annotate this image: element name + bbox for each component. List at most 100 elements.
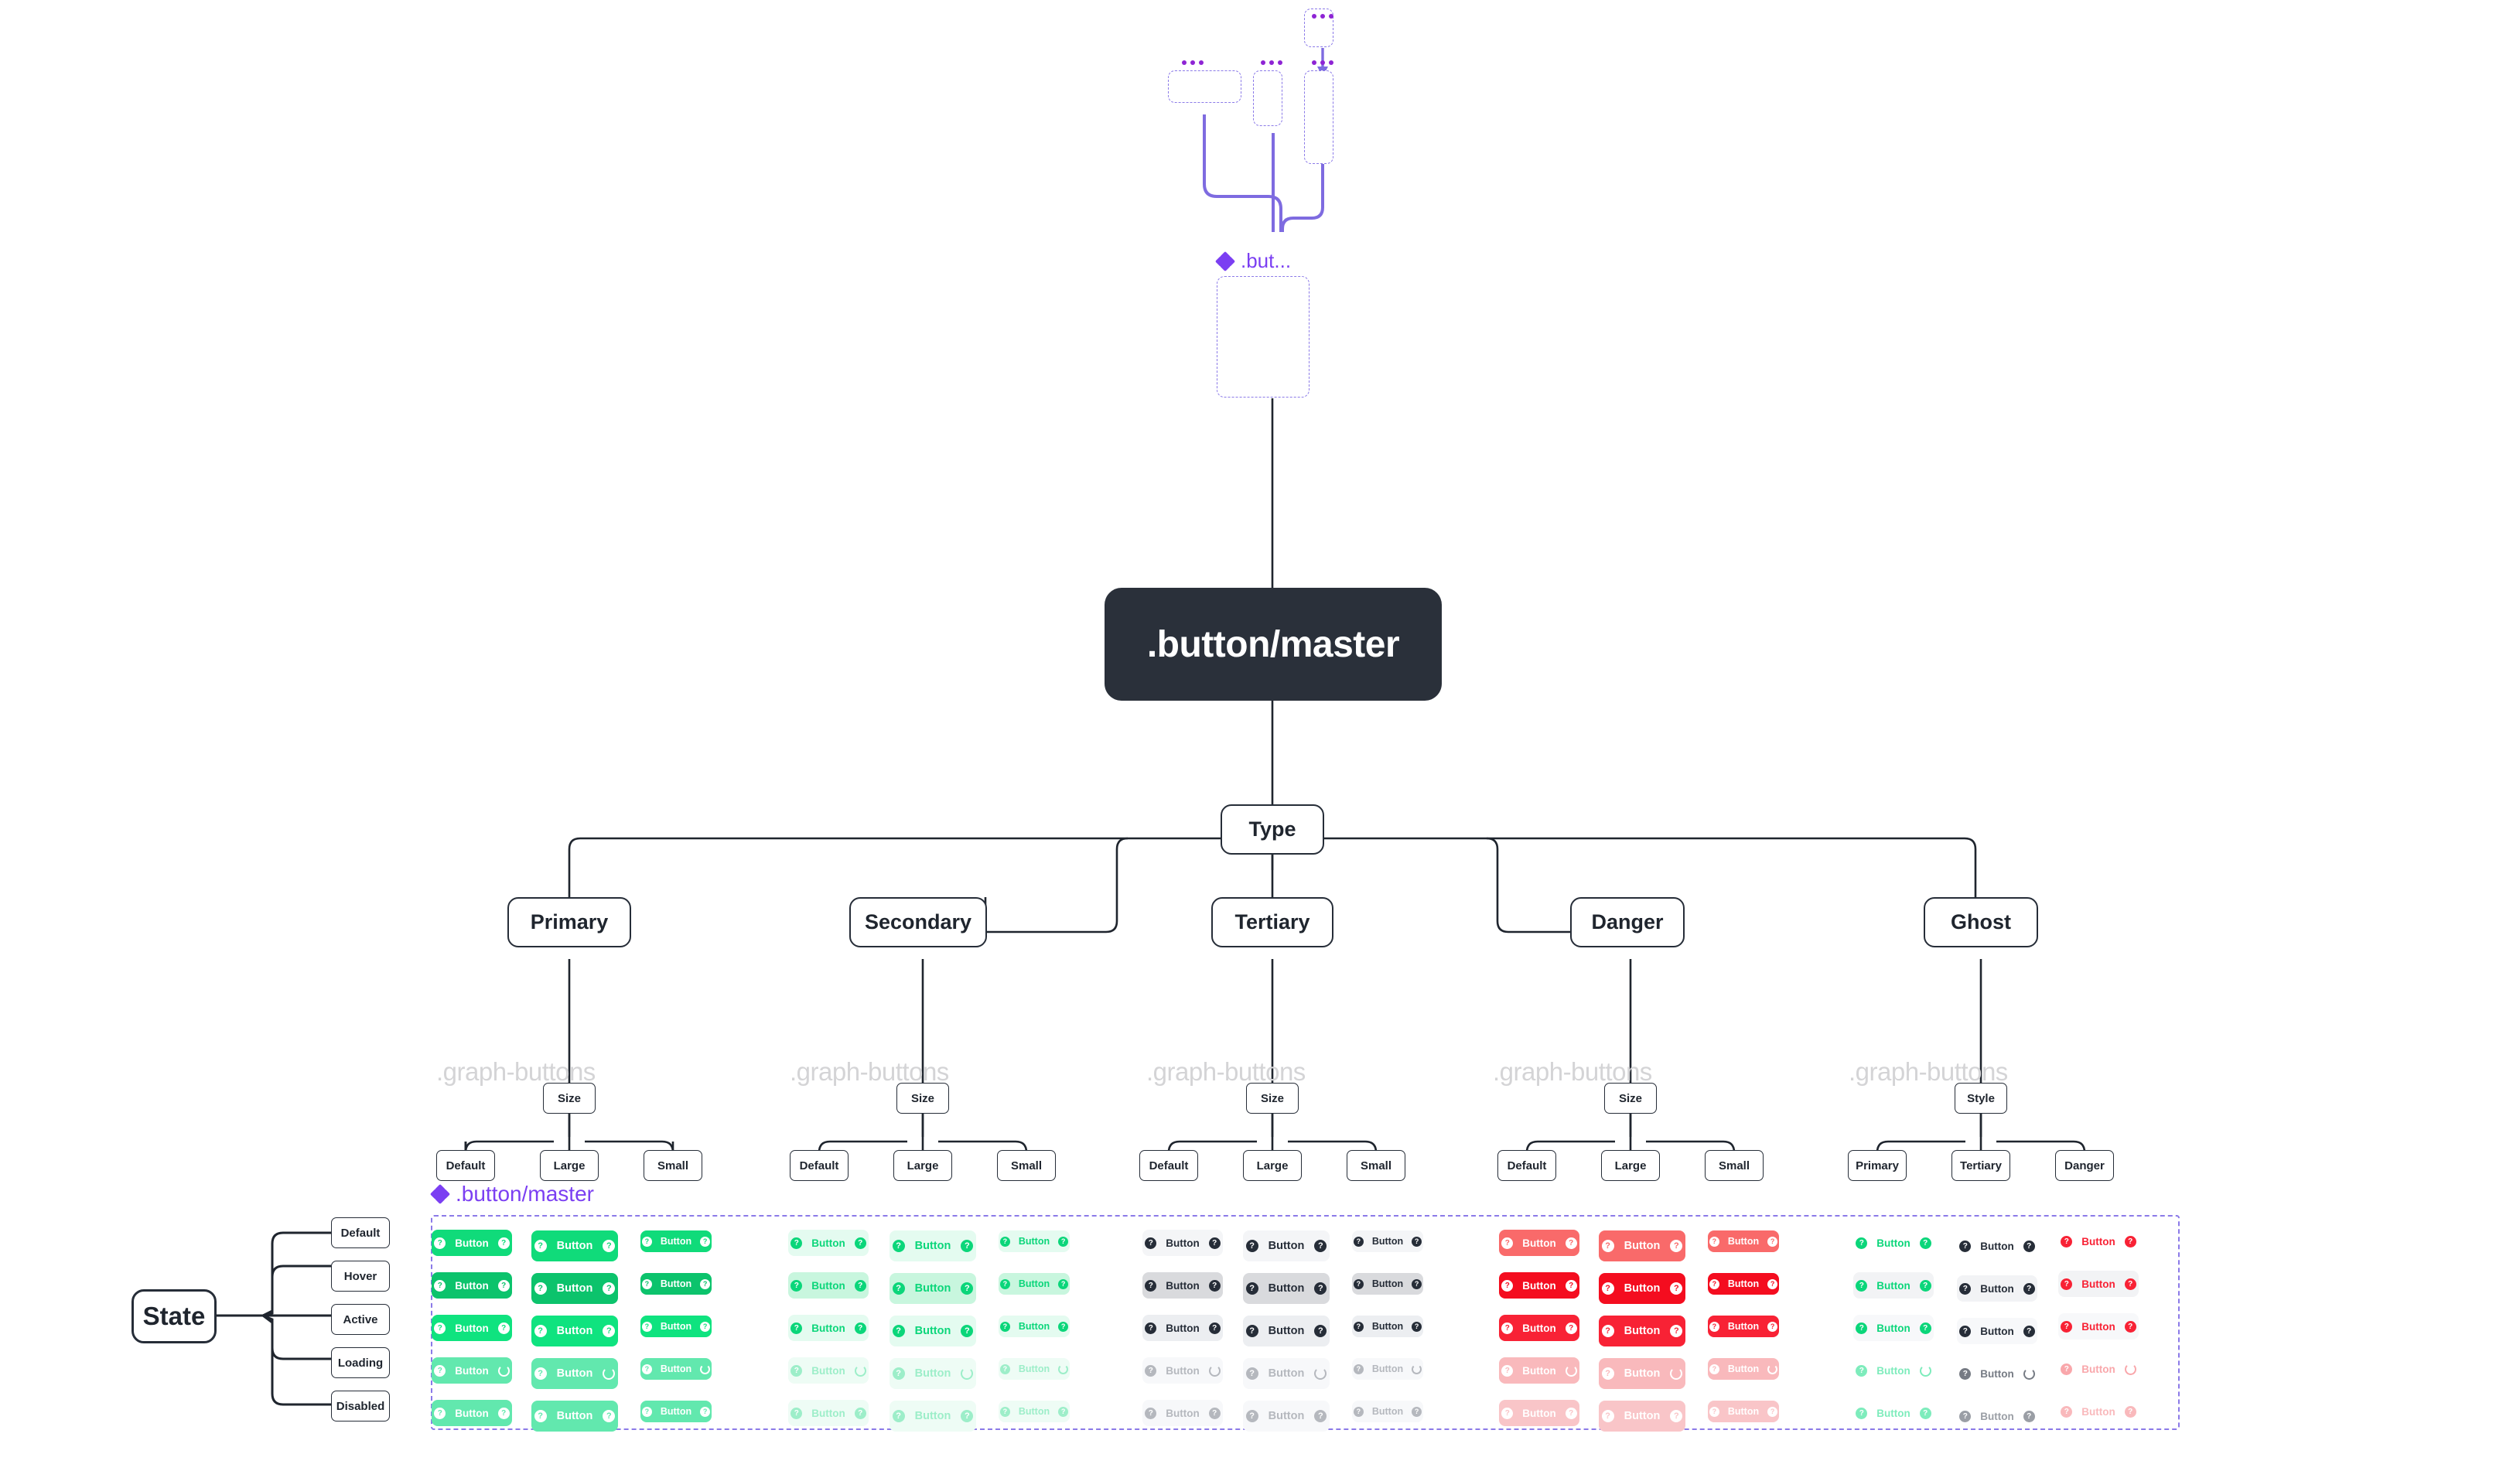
grid-button[interactable]: ?Button? [788,1230,869,1256]
grid-button[interactable]: ?Button? [640,1316,712,1337]
grid-button[interactable]: ?Button? [788,1272,869,1299]
grid-button[interactable]: ?Button? [1352,1273,1423,1295]
node-state-root[interactable]: State [131,1289,217,1343]
spinner-stack-frame[interactable] [1304,70,1333,164]
grid-component-label[interactable]: .button/master [429,1182,594,1206]
grid-button[interactable]: ?Button? [1708,1401,1779,1422]
component-preview-frame[interactable] [1217,276,1310,398]
grid-button[interactable]: ?Button [1957,1360,2037,1387]
grid-button[interactable]: ?Button [788,1357,869,1384]
button-text-frame[interactable] [1168,70,1241,103]
node-type-danger[interactable]: Danger [1570,897,1685,947]
grid-button[interactable]: ?Button? [531,1316,618,1346]
grid-button[interactable]: ?Button [1142,1357,1223,1384]
node-option-secondary-large[interactable]: Large [893,1150,952,1181]
grid-button[interactable]: ?Button? [1352,1230,1423,1252]
grid-button[interactable]: ?Button? [2058,1398,2139,1425]
grid-button[interactable]: ?Button? [640,1273,712,1295]
grid-button[interactable]: ?Button [432,1357,512,1384]
grid-button[interactable]: ?Button? [1957,1403,2037,1429]
node-option-ghost-primary[interactable]: Primary [1848,1150,1907,1181]
grid-button[interactable]: ?Button? [1599,1401,1685,1432]
grid-button[interactable]: ?Button? [1499,1272,1579,1299]
grid-button[interactable]: ?Button? [1352,1401,1423,1422]
grid-button[interactable]: ?Button? [1499,1230,1579,1256]
grid-button[interactable]: ?Button? [1853,1315,1934,1341]
grid-button[interactable]: ?Button? [1142,1400,1223,1426]
node-type-primary[interactable]: Primary [507,897,631,947]
grid-button[interactable]: ?Button? [1599,1230,1685,1261]
grid-button[interactable]: ?Button? [432,1230,512,1256]
grid-button[interactable]: ?Button [1352,1358,1423,1380]
grid-button[interactable]: ?Button? [788,1400,869,1426]
node-type-ghost[interactable]: Ghost [1924,897,2038,947]
spinner-single-frame[interactable] [1304,9,1333,47]
grid-button[interactable]: ?Button? [1499,1400,1579,1426]
node-prop-style-ghost[interactable]: Style [1955,1083,2007,1114]
node-option-secondary-default[interactable]: Default [790,1150,849,1181]
grid-button[interactable]: ?Button? [432,1400,512,1426]
node-option-ghost-danger[interactable]: Danger [2055,1150,2114,1181]
grid-button[interactable]: ?Button? [531,1401,618,1432]
node-prop-size-danger[interactable]: Size [1604,1083,1657,1114]
node-option-tertiary-large[interactable]: Large [1243,1150,1302,1181]
grid-button[interactable]: ?Button? [1853,1272,1934,1299]
node-option-primary-small[interactable]: Small [644,1150,702,1181]
grid-button[interactable]: ?Button [1243,1358,1330,1389]
node-prop-size-tertiary[interactable]: Size [1246,1083,1299,1114]
master-node[interactable]: .button/master [1105,588,1442,701]
node-type-tertiary[interactable]: Tertiary [1211,897,1333,947]
grid-button[interactable]: ?Button? [1708,1273,1779,1295]
grid-button[interactable]: ?Button? [1708,1230,1779,1252]
grid-button[interactable]: ?Button? [999,1316,1070,1337]
grid-button[interactable]: ?Button? [999,1230,1070,1252]
grid-button[interactable]: ?Button? [1957,1318,2037,1344]
grid-button[interactable]: ?Button? [1708,1316,1779,1337]
node-option-tertiary-small[interactable]: Small [1347,1150,1405,1181]
grid-button[interactable]: ?Button [1599,1358,1685,1389]
grid-button[interactable]: ?Button [1853,1357,1934,1384]
node-prop-size-primary[interactable]: Size [543,1083,596,1114]
grid-button[interactable]: ?Button? [432,1315,512,1341]
grid-button[interactable]: ?Button? [999,1273,1070,1295]
grid-button[interactable]: ?Button? [890,1273,976,1304]
node-type-secondary[interactable]: Secondary [849,897,987,947]
node-option-tertiary-default[interactable]: Default [1139,1150,1198,1181]
node-option-secondary-small[interactable]: Small [997,1150,1056,1181]
grid-button[interactable]: ?Button? [531,1273,618,1304]
grid-button[interactable]: ?Button? [1243,1273,1330,1304]
grid-button[interactable]: ?Button? [999,1401,1070,1422]
node-option-primary-large[interactable]: Large [540,1150,599,1181]
grid-button[interactable]: ?Button? [640,1230,712,1252]
node-prop-size-secondary[interactable]: Size [896,1083,949,1114]
button-icon-frame[interactable] [1253,70,1282,126]
grid-button[interactable]: ?Button? [890,1316,976,1346]
grid-button[interactable]: ?Button? [1352,1316,1423,1337]
grid-button[interactable]: ?Button? [2058,1271,2139,1297]
node-option-primary-default[interactable]: Default [436,1150,495,1181]
grid-button[interactable]: ?Button? [890,1401,976,1432]
node-option-danger-small[interactable]: Small [1705,1150,1764,1181]
grid-button[interactable]: ?Button [2058,1356,2139,1382]
grid-button[interactable]: ?Button [1499,1357,1579,1384]
grid-button[interactable]: ?Button? [788,1315,869,1341]
grid-button[interactable]: ?Button? [1957,1275,2037,1302]
node-state-disabled[interactable]: Disabled [331,1391,390,1422]
grid-button[interactable]: ?Button? [1142,1315,1223,1341]
grid-button[interactable]: ?Button? [1853,1230,1934,1256]
grid-button[interactable]: ?Button? [1599,1273,1685,1304]
grid-button[interactable]: ?Button? [432,1272,512,1299]
grid-button[interactable]: ?Button? [1243,1316,1330,1346]
node-state-active[interactable]: Active [331,1304,390,1335]
grid-button[interactable]: ?Button? [1599,1316,1685,1346]
grid-button[interactable]: ?Button? [531,1230,618,1261]
grid-button[interactable]: ?Button? [1243,1230,1330,1261]
grid-button[interactable]: ?Button? [1853,1400,1934,1426]
node-state-loading[interactable]: Loading [331,1347,390,1378]
grid-button[interactable]: ?Button? [2058,1313,2139,1340]
grid-button[interactable]: ?Button? [2058,1228,2139,1254]
grid-button[interactable]: ?Button [640,1358,712,1380]
grid-button[interactable]: ?Button? [890,1230,976,1261]
grid-button[interactable]: ?Button? [1142,1272,1223,1299]
grid-button[interactable]: ?Button? [1142,1230,1223,1256]
